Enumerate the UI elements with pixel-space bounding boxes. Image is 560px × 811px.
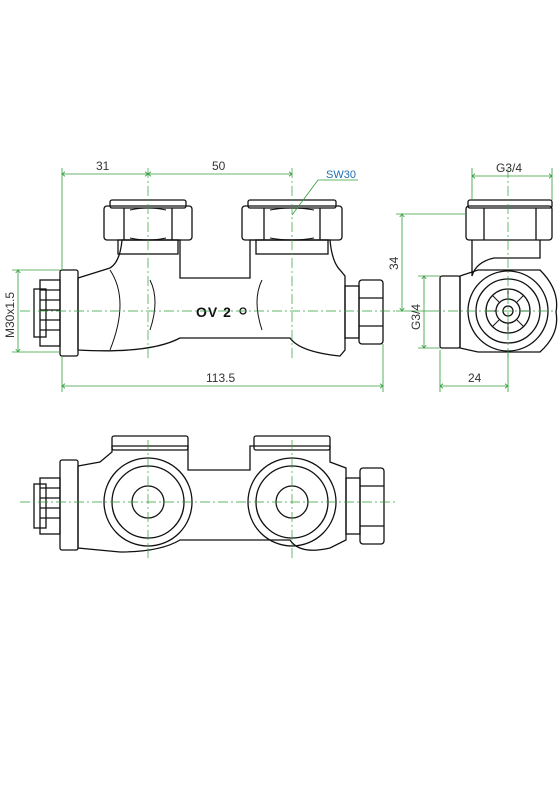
left-m30-collar bbox=[59, 269, 79, 357]
dim-g34-side: G3/4 bbox=[409, 304, 423, 330]
dim-31: 31 bbox=[96, 159, 110, 173]
side-g34-stub bbox=[439, 275, 461, 349]
bottom-left-top-nut bbox=[111, 435, 189, 451]
dim-34: 34 bbox=[387, 256, 401, 270]
bottom-right-cap bbox=[359, 467, 385, 545]
right-cap bbox=[358, 279, 384, 345]
side-top-nut bbox=[465, 205, 553, 241]
side-dimensions bbox=[396, 168, 552, 392]
right-neck bbox=[344, 285, 360, 339]
front-view bbox=[33, 199, 384, 357]
bottom-left-collar bbox=[59, 459, 79, 551]
body-marking: OV 2 bbox=[196, 304, 232, 320]
side-centerlines bbox=[430, 168, 556, 360]
top-view-centerlines bbox=[20, 440, 395, 560]
front-dimensions bbox=[12, 168, 383, 392]
dim-g34-top: G3/4 bbox=[496, 161, 522, 175]
side-neck bbox=[471, 240, 541, 277]
side-view bbox=[439, 199, 558, 353]
bottom-body bbox=[77, 445, 347, 553]
dim-113-5: 113.5 bbox=[206, 371, 235, 385]
dim-50: 50 bbox=[212, 159, 226, 173]
callout-sw30: SW30 bbox=[326, 169, 356, 181]
side-body bbox=[459, 269, 558, 353]
dim-m30: M30x1.5 bbox=[3, 292, 17, 338]
front-centerlines bbox=[20, 168, 395, 358]
top-view bbox=[33, 435, 385, 553]
dim-24: 24 bbox=[468, 371, 482, 385]
valve-body bbox=[77, 239, 346, 357]
